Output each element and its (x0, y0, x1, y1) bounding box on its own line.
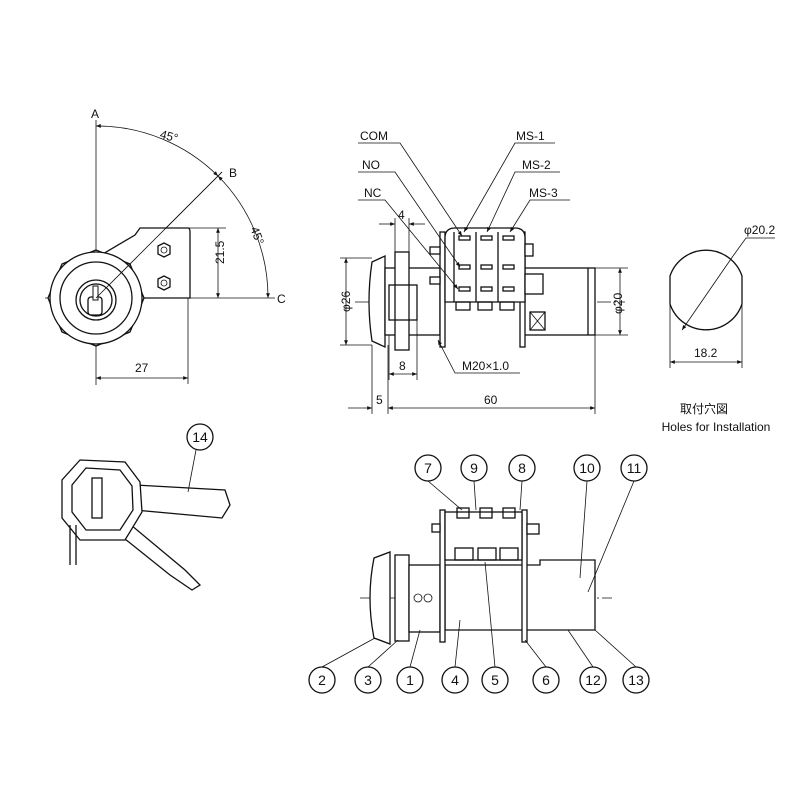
balloon-11: 11 (627, 460, 642, 476)
balloon-7: 7 (424, 460, 432, 476)
hex-nut (157, 242, 171, 291)
flange (394, 251, 410, 351)
holes-title-en: Holes for Installation (662, 420, 771, 434)
label-b: B (229, 166, 237, 180)
dim-hole-flat: 18.2 (694, 346, 718, 360)
dim-body-diameter: φ20 (611, 293, 625, 314)
front-view: A B C 45° 45° 21.5 27 (45, 107, 286, 385)
label-no: NO (362, 158, 380, 172)
balloon-10: 10 (579, 460, 595, 476)
balloon-9: 9 (470, 460, 478, 476)
mounting-bracket (94, 227, 191, 299)
label-ms-2: MS-2 (522, 158, 551, 172)
assembly-view: 7 9 8 10 11 2 3 1 4 5 6 12 13 (308, 454, 650, 694)
holes-title-jp: 取付穴図 (680, 401, 728, 416)
top-balloons: 7 9 8 10 11 (414, 454, 648, 593)
balloon-14: 14 (192, 429, 208, 445)
dim-height: 21.5 (213, 240, 227, 264)
holes-view: φ20.2 18.2 取付穴図 Holes for Installation (662, 223, 776, 434)
balloon-3: 3 (364, 672, 372, 688)
bezel (368, 254, 386, 349)
dim-nut: 8 (399, 359, 406, 373)
balloon-13: 13 (628, 672, 644, 688)
balloon-4: 4 (451, 672, 459, 688)
key-blade-1 (134, 484, 231, 519)
dim-bezel-diameter: φ26 (339, 291, 353, 312)
label-c: C (277, 292, 286, 306)
dim-width: 27 (135, 361, 149, 375)
balloon-12: 12 (585, 672, 601, 688)
bottom-balloons: 2 3 1 4 5 6 12 13 (308, 561, 650, 694)
thread-spec: M20×1.0 (462, 359, 509, 373)
balloon-6: 6 (542, 672, 550, 688)
label-nc: NC (364, 186, 382, 200)
mounting-hole (669, 249, 743, 331)
dim-bezel: 5 (376, 393, 383, 407)
balloon-8: 8 (518, 460, 526, 476)
label-a: A (91, 107, 99, 121)
label-com: COM (360, 129, 388, 143)
label-ms-1: MS-1 (516, 129, 545, 143)
switch-terminals (458, 235, 515, 292)
label-ms-3: MS-3 (529, 186, 558, 200)
dim-length: 60 (484, 393, 498, 407)
angle-label-2: 45° (247, 225, 266, 247)
key-view: 14 (61, 423, 231, 591)
dim-hole-diameter: φ20.2 (744, 223, 775, 237)
angle-label-1: 45° (158, 127, 179, 145)
balloon-2: 2 (318, 672, 326, 688)
balloon-5: 5 (491, 672, 499, 688)
dim-flange: 4 (398, 208, 405, 222)
key-blade-2 (119, 518, 202, 591)
side-view: COM NO NC MS-1 MS-2 MS-3 4 φ26 φ20 8 M20… (339, 129, 628, 414)
balloon-1: 1 (406, 672, 414, 688)
